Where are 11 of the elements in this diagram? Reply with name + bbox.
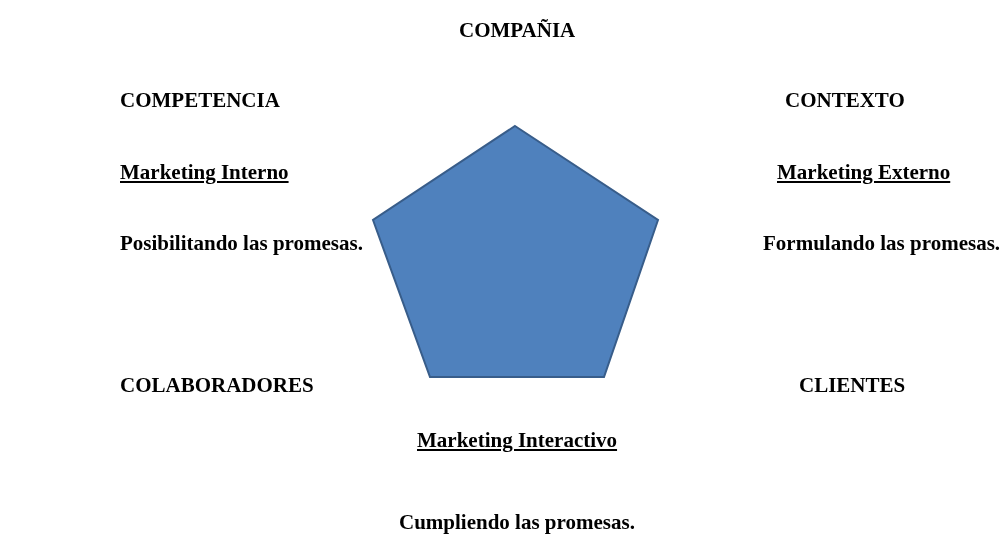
category-label: COLABORADORES	[120, 373, 314, 397]
category-label: COMPAÑIA	[459, 18, 576, 42]
caption-text: Posibilitando las promesas.	[120, 231, 363, 255]
section-heading: Marketing Interno	[120, 160, 289, 184]
section-heading: Marketing Interactivo	[417, 428, 618, 452]
category-label: CLIENTES	[799, 373, 906, 397]
category-label: CONTEXTO	[785, 88, 905, 112]
caption-text: Cumpliendo las promesas.	[399, 510, 635, 534]
section-heading: Marketing Externo	[777, 160, 951, 184]
category-label: COMPETENCIA	[120, 88, 280, 112]
caption-text: Formulando las promesas.	[763, 231, 1001, 255]
